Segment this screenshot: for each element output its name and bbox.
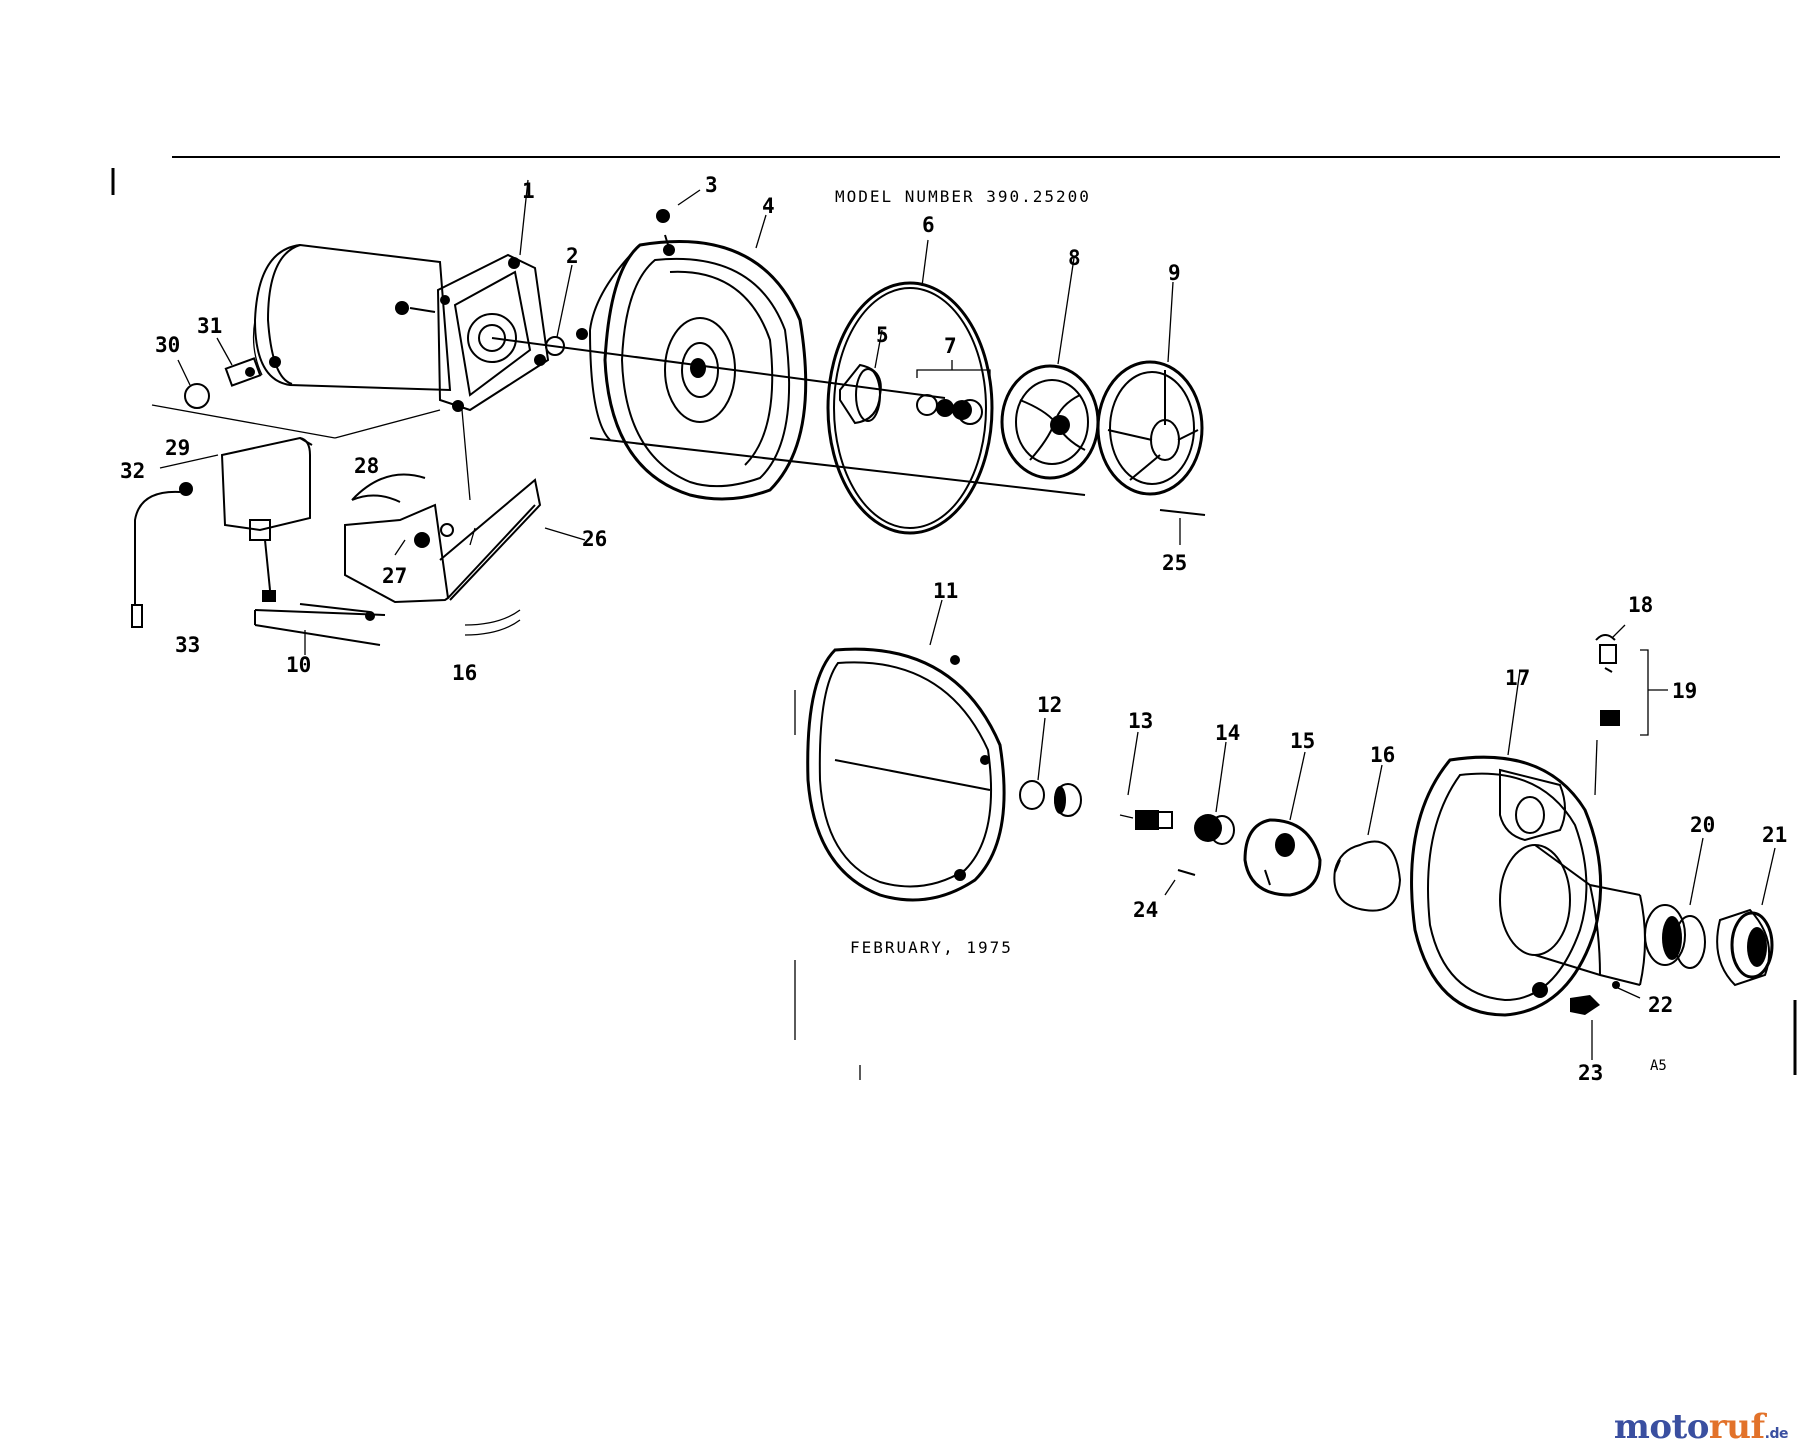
watermark-logo: motoruf.de [1613, 1407, 1789, 1447]
diffuser [1096, 281, 1206, 545]
callout-16b: 16 [452, 661, 477, 685]
callout-11: 11 [933, 579, 958, 603]
callout-21: 21 [1762, 823, 1787, 847]
large-o-ring [826, 281, 994, 535]
fitting-group [177, 337, 281, 409]
drain-group [1570, 981, 1641, 1060]
watermark-tld: .de [1764, 1426, 1789, 1442]
callout-25: 25 [1162, 551, 1187, 575]
seal-plate [1243, 751, 1322, 897]
callout-12: 12 [1037, 693, 1062, 717]
page-code: A5 [1650, 1058, 1667, 1074]
bracket-bar [254, 603, 386, 655]
callout-24: 24 [1133, 898, 1158, 922]
watermark-part2: ruf [1708, 1407, 1765, 1447]
callout-30: 30 [155, 333, 180, 357]
callout-26: 26 [582, 527, 607, 551]
watermark-part1: moto [1613, 1407, 1710, 1447]
callout-13: 13 [1128, 709, 1153, 733]
callout-17: 17 [1505, 666, 1530, 690]
callout-14: 14 [1215, 721, 1240, 745]
callout-32: 32 [120, 459, 145, 483]
model-number-title: MODEL NUMBER 390.25200 [835, 187, 1091, 206]
motor-end-flange [436, 253, 550, 412]
callout-18: 18 [1628, 593, 1653, 617]
callout-19: 19 [1672, 679, 1697, 703]
callout-8: 8 [1068, 246, 1081, 270]
callout-23: 23 [1578, 1061, 1603, 1085]
callout-2: 2 [566, 244, 579, 268]
callout-22: 22 [1648, 993, 1673, 1017]
impeller [1000, 257, 1100, 480]
motor-body [253, 243, 452, 392]
callout-9: 9 [1168, 261, 1181, 285]
callout-33: 33 [175, 633, 200, 657]
motor-group [151, 179, 946, 439]
plug-group [1595, 624, 1668, 736]
callout-28: 28 [354, 454, 379, 478]
callout-3: 3 [705, 173, 718, 197]
seal-group [839, 329, 991, 425]
washer-part [545, 336, 565, 356]
nut-parts [1119, 731, 1235, 896]
callout-16: 16 [1370, 743, 1395, 767]
adapter-group [1644, 837, 1776, 987]
callout-27: 27 [382, 564, 407, 588]
callout-7: 7 [944, 334, 957, 358]
callout-1: 1 [522, 179, 535, 203]
callout-5: 5 [876, 323, 889, 347]
pump-body [1410, 669, 1646, 1017]
base-cradle [344, 409, 586, 636]
clamp-ring [806, 599, 1006, 902]
callout-6: 6 [922, 213, 935, 237]
callout-10: 10 [286, 653, 311, 677]
callout-20: 20 [1690, 813, 1715, 837]
date-caption: FEBRUARY, 1975 [850, 938, 1013, 957]
snap-ring [1333, 764, 1402, 912]
callout-31: 31 [197, 314, 222, 338]
callout-4: 4 [762, 194, 775, 218]
callout-labels: 1 2 3 4 5 6 7 8 9 10 11 12 13 14 15 16 1… [120, 173, 1787, 1085]
bushing-pair [1019, 717, 1082, 817]
switch-box [131, 436, 313, 628]
callout-29: 29 [165, 436, 190, 460]
callout-15: 15 [1290, 729, 1315, 753]
